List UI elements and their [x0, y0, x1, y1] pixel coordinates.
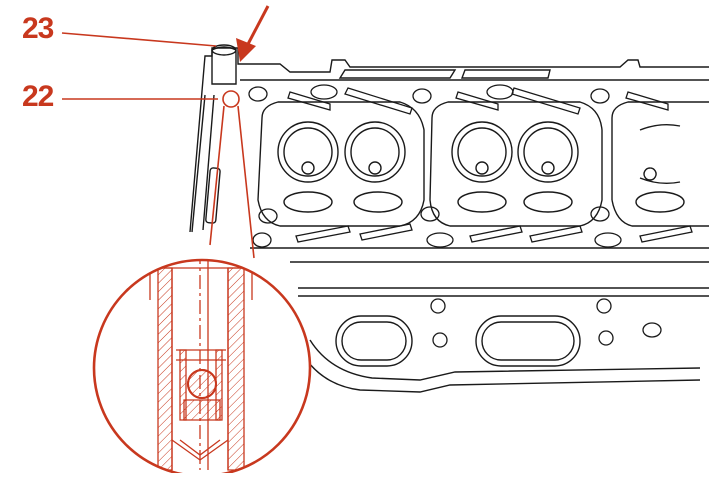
zoom-detail — [92, 258, 312, 478]
deck-slots — [287, 87, 693, 243]
valve-seats — [277, 121, 685, 213]
callout-23-label: 23 — [22, 12, 54, 45]
combustion-chambers — [257, 101, 709, 227]
lower-ports — [335, 315, 581, 367]
callout-22-label: 22 — [22, 80, 54, 113]
callout-leaders — [61, 32, 255, 259]
dowel-pin — [211, 44, 237, 85]
cylinder-head-outline — [189, 47, 709, 393]
arrow-icon — [236, 5, 270, 62]
deck-holes — [248, 84, 662, 348]
